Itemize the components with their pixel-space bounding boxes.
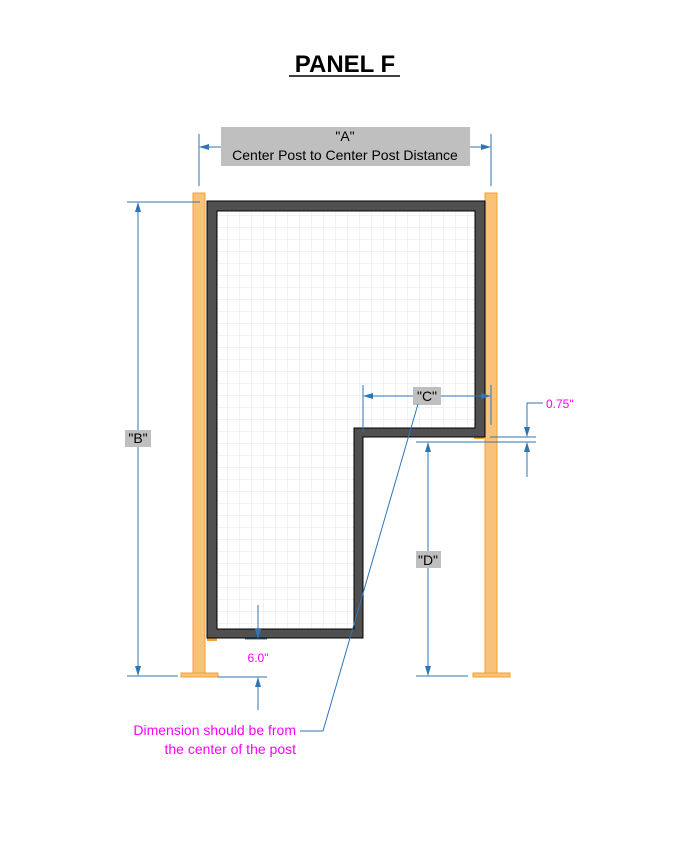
dimension-a-label: "A" (335, 128, 354, 144)
dimension-c-label: "C" (417, 388, 437, 404)
gap-marker-bottom (207, 638, 217, 641)
dimension-b: "B" (125, 201, 200, 677)
left-post (180, 192, 219, 678)
note-line-1: Dimension should be from (133, 722, 296, 738)
panel-frame (206, 200, 486, 639)
gap-bottom-label: 6.0" (248, 651, 269, 665)
page-title: PANEL F (295, 51, 395, 78)
dimension-a: "A" Center Post to Center Post Distance (198, 127, 492, 186)
dimension-c: "C" (362, 385, 492, 432)
dimension-d-label: "D" (418, 552, 438, 568)
dimension-gap-top: 0.75" (416, 397, 574, 477)
dimension-a-caption: Center Post to Center Post Distance (232, 147, 458, 163)
dimension-b-label: "B" (128, 430, 147, 446)
right-post (472, 192, 511, 678)
note-callout: Dimension should be from the center of t… (133, 403, 419, 757)
note-line-2: the center of the post (164, 741, 296, 757)
dimension-gap-bottom: 6.0" (218, 605, 268, 710)
dimension-d: "D" (416, 442, 468, 677)
gap-top-label: 0.75" (546, 397, 574, 411)
